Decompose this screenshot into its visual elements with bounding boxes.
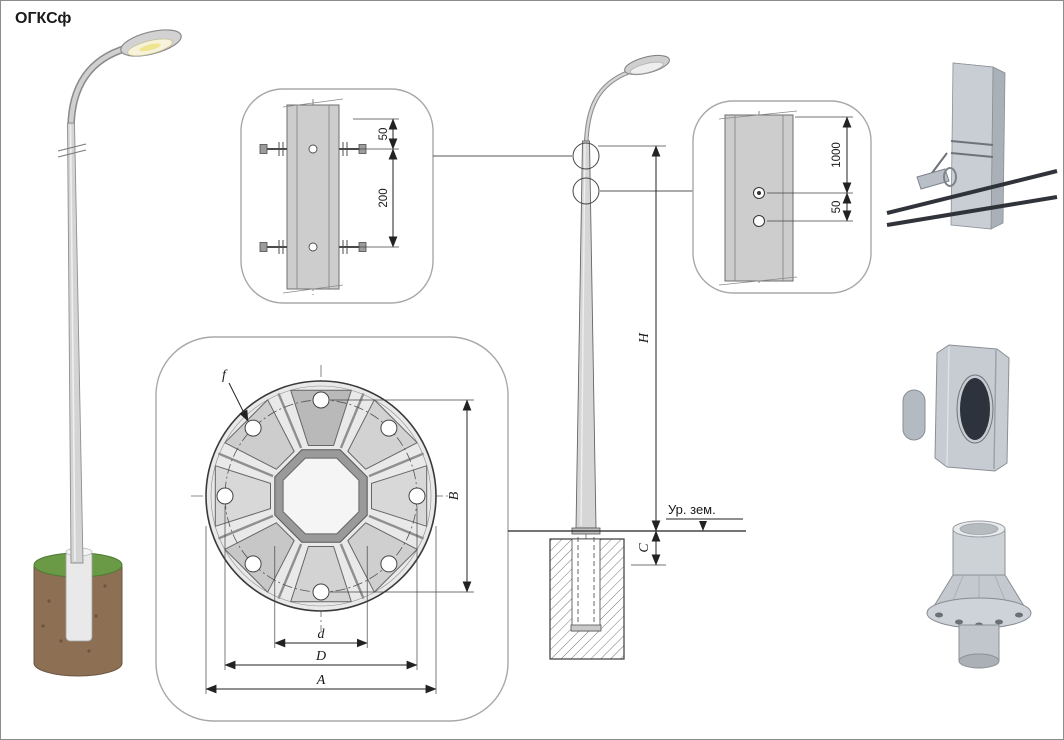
bolt-holes [216, 391, 426, 601]
dim-H: H [637, 332, 652, 344]
detail-marker-upper [572, 142, 600, 170]
render-flange-base [926, 520, 1032, 669]
callout-flange-plan: f B d D A [155, 336, 509, 722]
drawing-title: ОГКСф [15, 10, 71, 27]
dim-200: 200 [378, 188, 390, 207]
dim-f: f [222, 368, 228, 383]
callout-top-fixing: 1000 50 [692, 100, 872, 294]
pole-shaft-elevation [575, 140, 597, 529]
pole-section-3d [950, 62, 994, 230]
render-handhole [902, 344, 1010, 472]
dim-d: d [318, 627, 326, 642]
luminaire-3d [120, 29, 182, 57]
pole-shaft-3d [67, 122, 84, 564]
callout-clamp-detail: 50 200 [240, 88, 434, 304]
ground-level-label: Ур. зем. [668, 502, 716, 517]
dim-D: D [315, 649, 326, 664]
octagon-hole [282, 457, 360, 535]
dim-50-top: 50 [378, 128, 390, 141]
dim-50-right: 50 [831, 201, 843, 214]
dim-A: A [316, 673, 326, 688]
lower-hole [753, 215, 765, 227]
ground-arrow [699, 521, 707, 531]
dim-B: B [447, 491, 462, 500]
pole-elevation: Ур. зем. H C [433, 54, 746, 660]
dim-1000: 1000 [831, 142, 843, 168]
foundation-sleeve [571, 538, 601, 632]
render-cable-clamp [886, 62, 1058, 230]
luminaire-elevation [624, 54, 670, 76]
detail-marker-lower [572, 177, 600, 205]
cable-2 [886, 195, 1058, 227]
handhole-cover [902, 389, 926, 441]
tension-clamp [916, 168, 950, 190]
pole-3d-render [33, 29, 182, 677]
cable-1 [886, 169, 1058, 215]
dim-C: C [637, 543, 652, 553]
handhole-opening [960, 378, 990, 440]
